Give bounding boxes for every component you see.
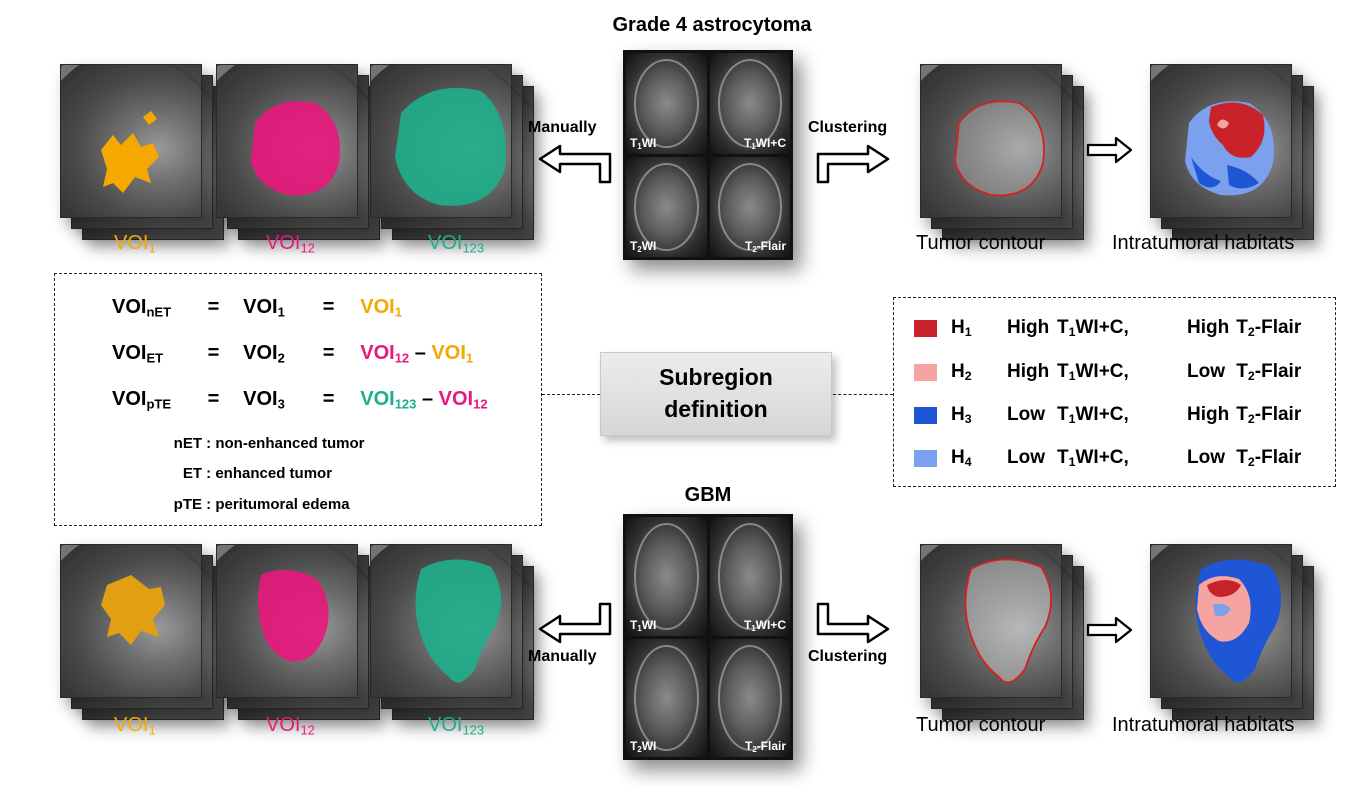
bottom-t1wi-image: T1WI (626, 517, 707, 636)
legend-h1-swatch (914, 319, 937, 337)
top-manually-arrow (538, 144, 612, 184)
legend-h3: H3 Low T1WI+C, High T2-Flair (914, 404, 1301, 426)
voi1-mask (101, 111, 159, 193)
bottom-habitats-caption: Intratumoral habitats (1112, 714, 1295, 736)
bottom-tumor-contour-caption: Tumor contour (916, 714, 1046, 736)
connector-left (542, 394, 600, 395)
legend-h2: H2 High T1WI+C, Low T2-Flair (914, 361, 1301, 383)
subregion-definition-box: Subregion definition (600, 352, 832, 436)
top-title: Grade 4 astrocytoma (612, 14, 812, 36)
note-pte: pTE : peritumoral edema (173, 496, 350, 513)
top-manually-label: Manually (528, 119, 597, 136)
top-voi1-stack (60, 64, 230, 254)
top-voi12-label: VOI12 (266, 232, 315, 256)
bottom-tumor-contour-stack (920, 544, 1090, 734)
habitats-map (1185, 101, 1274, 196)
bottom-mri-grid: T1WI T1WI+C T2WI T2-Flair (623, 514, 793, 760)
note-net: nET : non-enhanced tumor (173, 435, 365, 452)
bottom-manually-arrow (538, 602, 612, 644)
top-habitat-arrow (1086, 136, 1133, 164)
legend-h4: H4 Low T1WI+C, Low T2-Flair (914, 447, 1301, 469)
equation-pte: VOIpTE = VOI3 = VOI123 – VOI12 (112, 388, 488, 412)
legend-h1: H1 High T1WI+C, High T2-Flair (914, 317, 1301, 339)
equations-box (54, 273, 542, 526)
bottom-clustering-label: Clustering (808, 648, 888, 665)
bottom-t1wi-c-image: T1WI+C (709, 517, 790, 636)
bottom-voi12-stack (216, 544, 386, 734)
t1wi-c-image: T1WI+C (709, 53, 790, 154)
bottom-t2-flair-image: T2-Flair (709, 638, 790, 757)
top-tumor-contour-caption: Tumor contour (916, 232, 1046, 254)
t1wi-image: T1WI (626, 53, 707, 154)
legend-h3-swatch (914, 406, 937, 424)
bottom-tumor-contour-outline (964, 558, 1053, 684)
bottom-title: GBM (684, 484, 732, 506)
bottom-habitats-stack (1150, 544, 1320, 734)
bottom-voi12-label: VOI12 (266, 714, 315, 738)
legend-h2-swatch (914, 363, 937, 381)
bottom-voi123-mask (415, 559, 502, 683)
bottom-habitats-map (1195, 559, 1282, 683)
habitats-legend-box (893, 297, 1336, 487)
t2wi-image: T2WI (626, 156, 707, 257)
bottom-voi12-mask (258, 569, 329, 662)
connector-right (833, 394, 893, 395)
top-clustering-label: Clustering (808, 119, 888, 136)
t2-flair-image: T2-Flair (709, 156, 790, 257)
top-voi1-label: VOI1 (114, 232, 156, 256)
bottom-manually-label: Manually (528, 648, 597, 665)
subregion-line1: Subregion (659, 364, 773, 390)
bottom-voi1-stack (60, 544, 230, 734)
equation-et: VOIET = VOI2 = VOI12 – VOI1 (112, 342, 474, 366)
bottom-t2wi-image: T2WI (626, 638, 707, 757)
top-voi12-stack (216, 64, 386, 254)
voi12-mask (251, 101, 340, 196)
voi123-mask (395, 87, 506, 206)
top-tumor-contour-stack (920, 64, 1090, 254)
top-clustering-arrow (816, 144, 890, 184)
top-mri-grid: T1WI T1WI+C T2WI T2-Flair (623, 50, 793, 260)
bottom-voi123-stack (370, 544, 540, 734)
top-voi123-stack (370, 64, 540, 254)
tumor-contour-outline (954, 100, 1045, 197)
subregion-line2: definition (664, 396, 768, 422)
top-voi123-label: VOI123 (428, 232, 485, 256)
bottom-clustering-arrow (816, 602, 890, 644)
bottom-voi1-mask (101, 575, 165, 645)
bottom-voi1-label: VOI1 (114, 714, 156, 738)
top-habitats-stack (1150, 64, 1320, 254)
legend-h4-swatch (914, 449, 937, 467)
equation-net: VOInET = VOI1 = VOI1 (112, 296, 402, 320)
bottom-voi123-label: VOI123 (428, 714, 485, 738)
top-habitats-caption: Intratumoral habitats (1112, 232, 1295, 254)
bottom-habitat-arrow (1086, 616, 1133, 644)
note-et: ET : enhanced tumor (182, 465, 333, 482)
